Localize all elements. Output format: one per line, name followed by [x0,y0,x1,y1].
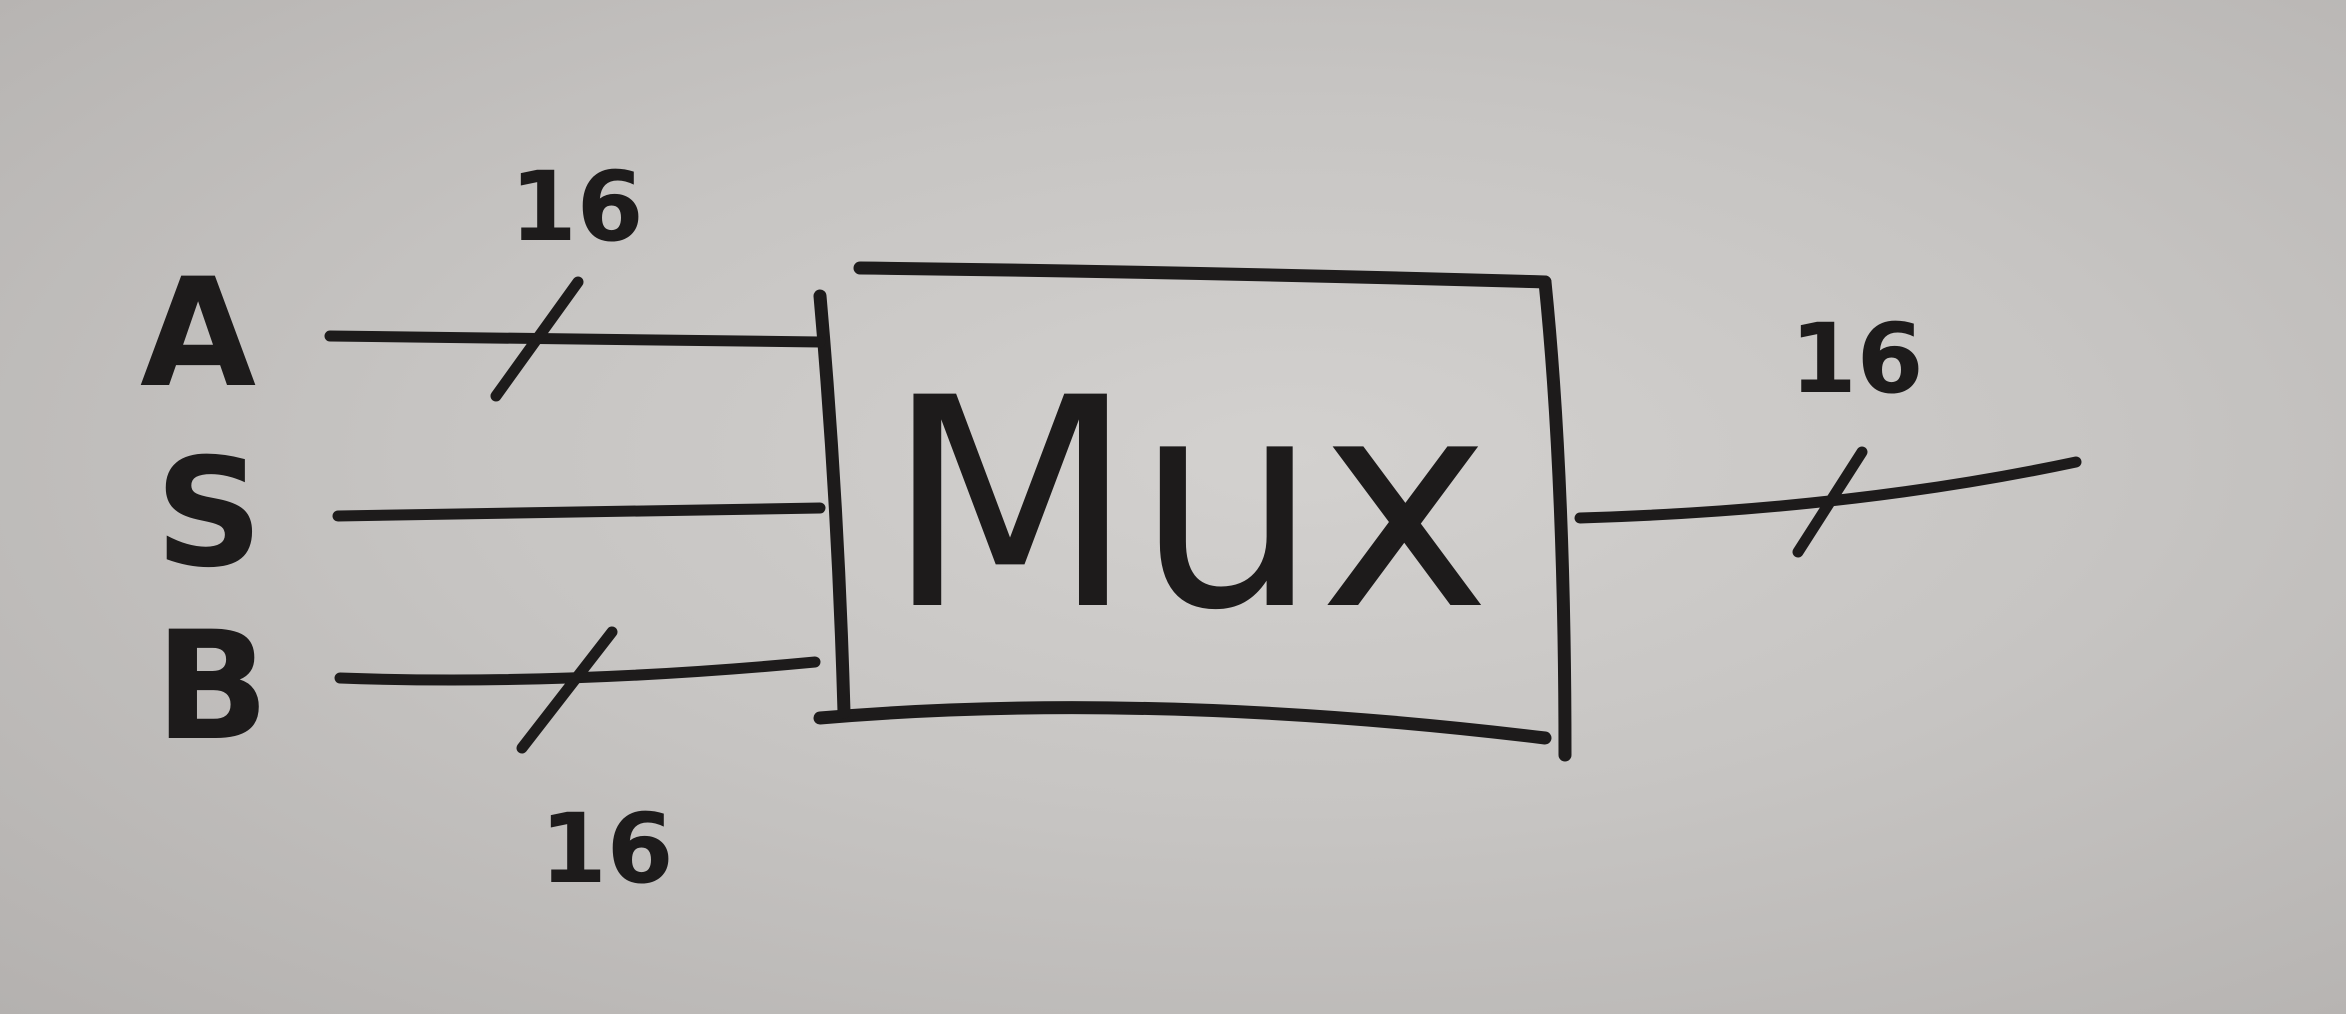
mux-block-top-edge [853,261,1552,289]
input-a-label: A [140,247,256,421]
output-width-label: 16 [1790,303,1924,415]
input-a-width-label: 16 [510,151,644,263]
mux-block [813,261,1572,762]
input-b-label: B [155,600,269,774]
input-s-wire [332,502,826,522]
output-bus-slash [1792,446,1868,558]
input-b-width-label: 16 [540,793,674,905]
mux-block-label: Mux [885,337,1491,674]
input-a-wire [324,330,826,348]
input-b-wire [334,656,821,686]
input-s-label: S [155,427,263,601]
output-wire [1574,456,2082,524]
mux-block-left-edge [813,289,851,719]
input-a-bus-slash [490,276,584,402]
mux-block-bottom-edge [813,701,1552,745]
mux-block-right-edge [1538,275,1572,762]
input-b-bus-slash [516,626,618,754]
